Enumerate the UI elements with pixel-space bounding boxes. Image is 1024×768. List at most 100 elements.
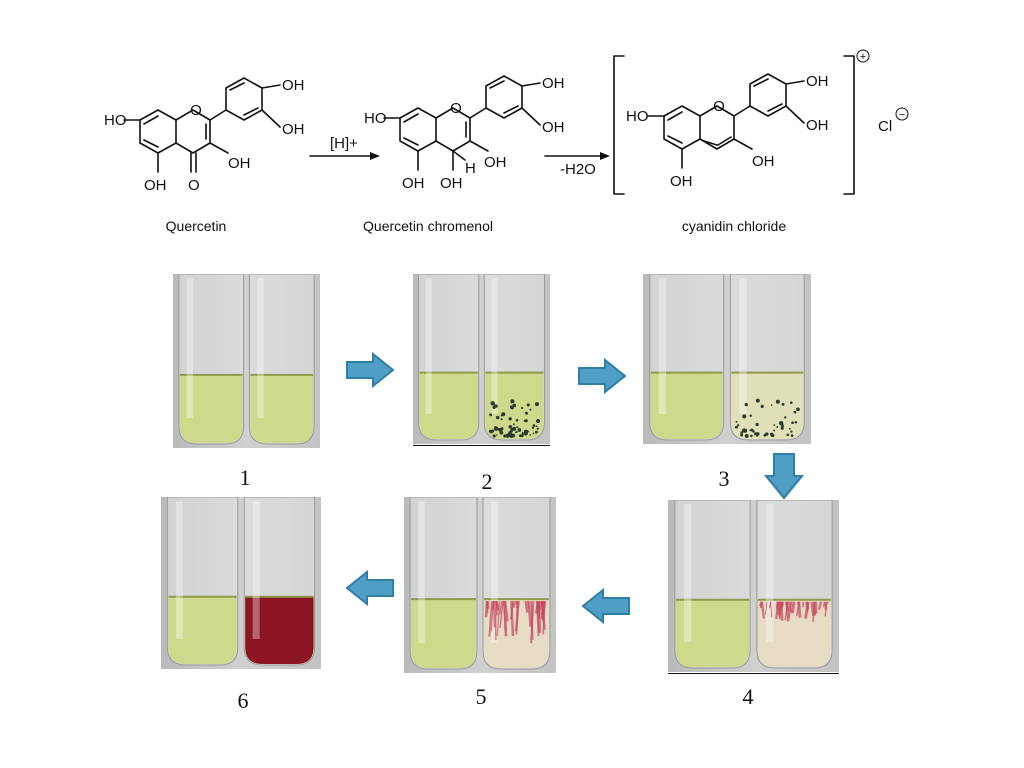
test-tube-right — [483, 274, 546, 441]
atom-label: OH — [282, 77, 305, 94]
particle-dot — [775, 399, 780, 404]
particle-dot — [760, 404, 764, 408]
test-tube-left — [649, 274, 725, 441]
particle-dot — [526, 403, 530, 407]
particle-dot — [781, 402, 785, 406]
step-label-4: 4 — [742, 684, 754, 709]
particle-dot — [752, 430, 755, 433]
particle-dot — [734, 425, 738, 429]
atom-label: OH — [806, 73, 829, 90]
particle-dot — [796, 407, 800, 412]
atom-label: OH — [484, 154, 507, 171]
red-streak — [813, 601, 816, 616]
red-streak — [776, 601, 782, 612]
reaction-scheme: O HO OH OH OH OH O [H]+ O HO OH OH OH H … — [104, 49, 909, 195]
arrow-1-label: [H]+ — [330, 135, 358, 152]
red-streak — [495, 600, 500, 611]
particle-dot — [508, 425, 513, 429]
particle-dot — [499, 430, 504, 435]
atom-label: HO — [364, 110, 387, 127]
red-streak — [502, 601, 507, 631]
particle-dot — [529, 408, 532, 411]
photo-step-3 — [643, 274, 811, 444]
atom-label: OH — [542, 75, 565, 92]
test-tube-right — [729, 274, 805, 441]
red-streak — [784, 601, 789, 621]
left-arrow-icon — [345, 570, 394, 606]
photo-step-1 — [173, 274, 320, 448]
particle-dot — [780, 424, 784, 428]
particle-dot — [521, 432, 524, 435]
red-streak — [541, 601, 544, 613]
particle-dot — [535, 425, 538, 428]
particle-dot — [524, 411, 528, 415]
red-streak — [486, 601, 489, 613]
particle-dot — [503, 434, 507, 438]
particle-dot — [789, 401, 793, 405]
red-streak — [797, 601, 802, 618]
particle-dot — [769, 432, 774, 436]
down-arrow-icon — [764, 453, 804, 500]
red-streak — [824, 601, 829, 607]
atom-label: HO — [104, 112, 127, 129]
particle-dot — [507, 433, 511, 437]
right-arrow-icon — [346, 352, 395, 388]
atom-label: O — [190, 102, 202, 119]
test-tube-right — [248, 274, 315, 445]
red-streak — [530, 601, 534, 640]
atom-label: OH — [228, 155, 251, 172]
particle-dot — [790, 434, 794, 437]
test-tube-right — [243, 497, 316, 666]
particle-dot — [515, 418, 519, 422]
particle-dot — [514, 431, 517, 434]
particle-dot — [742, 414, 747, 419]
test-tube-left — [417, 274, 480, 441]
photo-step-4 — [668, 500, 839, 672]
particle-dot — [512, 426, 517, 431]
particle-dot — [523, 419, 527, 423]
particle-dot — [791, 421, 794, 425]
atom-label: O — [450, 100, 462, 117]
red-streak — [527, 600, 530, 609]
charge-plus: + — [860, 51, 866, 63]
particle-dot — [488, 429, 493, 433]
particle-dot — [790, 430, 793, 433]
particle-dot — [512, 403, 517, 408]
particle-dot — [744, 434, 749, 438]
red-streak — [515, 601, 519, 635]
particle-dot — [519, 434, 522, 438]
photo-step-2 — [413, 274, 550, 444]
particle-dot — [770, 404, 773, 406]
particle-dot — [773, 429, 776, 432]
left-arrow-icon — [581, 588, 630, 624]
photo-underline — [413, 445, 550, 446]
test-tube-left — [166, 497, 239, 666]
particle-dot — [780, 426, 784, 430]
red-streak — [492, 601, 496, 628]
particle-dot — [793, 410, 797, 414]
particle-dot — [753, 432, 758, 436]
particle-dot — [492, 403, 496, 406]
particle-dot — [532, 424, 536, 428]
particle-dot — [794, 420, 798, 424]
compound-name-quercetin: Quercetin — [165, 218, 227, 234]
red-streak — [810, 601, 816, 616]
atom-label: O — [188, 177, 200, 194]
particle-dot — [736, 424, 740, 427]
particle-dot — [744, 402, 748, 407]
test-tube-left — [674, 500, 751, 669]
quercetin-chromenol-structure — [383, 75, 541, 171]
atom-label: OH — [752, 153, 775, 170]
particle-dot — [510, 399, 515, 404]
particle-dot — [536, 427, 539, 430]
particle-dot — [749, 414, 753, 417]
atom-label: O — [713, 98, 725, 115]
particle-dot — [494, 426, 497, 429]
particle-dot — [776, 426, 779, 428]
particle-dot — [773, 424, 776, 427]
particle-dot — [534, 430, 538, 434]
particle-dot — [786, 433, 790, 437]
atom-label: OH — [806, 117, 829, 134]
atom-label: H — [465, 160, 476, 177]
atom-label: OH — [402, 175, 425, 192]
